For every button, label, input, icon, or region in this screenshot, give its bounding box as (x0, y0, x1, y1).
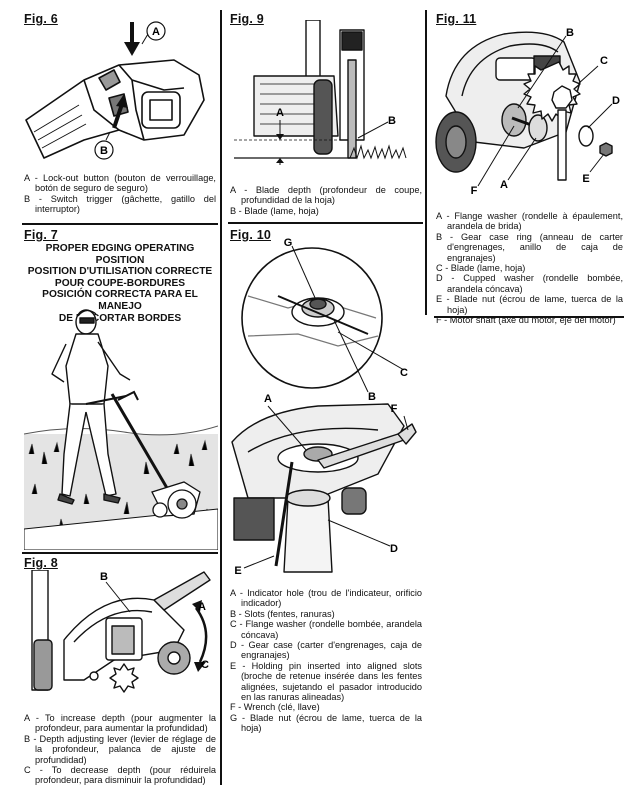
fig11-callout-d: D (612, 95, 620, 107)
fig11-title: Fig. 11 (436, 12, 477, 26)
fig11-caption-f: F - Motor shaft (axe du motor, eje del m… (436, 315, 616, 326)
fig9-title: Fig. 9 (230, 12, 264, 26)
fig6-callout-b: B (100, 145, 108, 157)
fig10-caption-c: C - Flange washer (rondelle bombée, aran… (230, 619, 422, 640)
fig7-heading-line-4: POSICIÓN CORRECTA PARA EL MANEJO (42, 289, 198, 312)
fig8-caption-c: C - To decrease depth (pour réduirela pr… (24, 765, 216, 786)
fig11-caption-b: B - Gear case ring (anneau de carter d'e… (436, 231, 623, 263)
fig8-callout-b: B (100, 571, 108, 583)
fig10-callout-f: F (391, 403, 398, 415)
fig9-callout-b: B (388, 115, 396, 127)
fig10-callout-a: A (264, 393, 272, 405)
fig10-caption-a: A - Indicator hole (trou de l'indicateur… (230, 588, 422, 609)
fig9-callout-a: A (276, 107, 284, 119)
fig11-callout-a: A (500, 179, 508, 191)
fig11-caption-a: A - Flange washer (rondelle à épaulement… (436, 211, 623, 232)
fig6-caption: A - Lock-out button (bouton de verrouill… (24, 173, 216, 215)
fig6-callout-a: A (152, 26, 160, 38)
fig11-caption-c: C - Blade (lame, hoja) (436, 263, 526, 274)
rule-fig9-bottom (228, 222, 423, 224)
fig7-heading: PROPER EDGING OPERATING POSITION POSITIO… (22, 243, 218, 324)
fig10-callout-e: E (234, 565, 241, 576)
rule-fig6-bottom (22, 223, 218, 225)
fig10-caption-g: G - Blade nut (écrou de lame, tuerca de … (230, 712, 422, 734)
fig9-caption-b: B - Blade (lame, hoja) (230, 205, 319, 216)
fig9-illustration: A B (234, 20, 407, 165)
fig8-caption-a: A - To increase depth (pour augmenter la… (24, 713, 216, 734)
fig9-caption: A - Blade depth (profondeur de coupe, pr… (230, 185, 422, 216)
fig10-illustration: G C B A F D E (231, 237, 417, 576)
fig7-heading-line-5: DE LA CORTAR BORDES (58, 312, 182, 324)
fig8-title: Fig. 8 (24, 556, 58, 570)
fig8-callout-a: A (198, 601, 206, 613)
fig8-illustration: B A C (31, 570, 211, 693)
fig7-heading-line-3: POUR COUPE-BORDURES (54, 277, 186, 289)
fig8-caption: A - To increase depth (pour augmenter la… (24, 713, 216, 786)
fig10-callout-d: D (390, 543, 398, 555)
fig10-title: Fig. 10 (230, 228, 271, 242)
fig11-caption-e: E - Blade nut (écrou de lame, tuerca de … (436, 294, 623, 315)
column-divider-right (425, 10, 427, 315)
fig10-callout-c: C (400, 367, 408, 379)
fig6-caption-b: B - Switch trigger (gâchette, gatillo de… (24, 193, 216, 215)
fig11-caption-d: D - Cupped washer (rondelle bombée, aran… (436, 273, 623, 294)
fig8-callout-c: C (201, 659, 209, 671)
rule-fig11-bottom (434, 316, 624, 318)
fig10-caption-d: D - Gear case (carter d'engrenages, caja… (230, 640, 422, 661)
fig10-callout-b: B (368, 391, 376, 403)
fig6-caption-a: A - Lock-out button (bouton de verrouill… (24, 173, 216, 194)
fig10-caption-e: E - Holding pin inserted into aligned sl… (230, 660, 422, 703)
fig7-heading-line-1: PROPER EDGING OPERATING POSITION (45, 243, 195, 266)
fig11-callout-e: E (582, 173, 589, 185)
fig7-title: Fig. 7 (24, 228, 58, 242)
fig11-illustration: B C D E A F (435, 27, 620, 197)
fig11-callout-f: F (471, 185, 478, 197)
fig8-caption-b: B - Depth adjusting lever (levier de rég… (24, 733, 216, 765)
fig9-caption-a: A - Blade depth (profondeur de coupe, pr… (230, 185, 422, 206)
fig6-title: Fig. 6 (24, 12, 58, 26)
rule-fig7-bottom (22, 552, 218, 554)
fig11-callout-c: C (600, 55, 608, 67)
column-divider-left (220, 10, 222, 785)
fig11-callout-b: B (566, 27, 574, 39)
fig6-illustration: A B (25, 21, 205, 160)
fig10-caption-b: B - Slots (fentes, ranuras) (230, 608, 335, 619)
fig10-caption-f: F - Wrench (clé, llave) (230, 702, 320, 713)
fig7-illustration (24, 309, 218, 550)
fig7-heading-line-2: POSITION D'UTILISATION CORRECTE (27, 266, 213, 278)
fig10-callout-g: G (284, 237, 293, 249)
fig10-caption: A - Indicator hole (trou de l'indicateur… (230, 588, 422, 734)
fig11-caption: A - Flange washer (rondelle à épaulement… (436, 211, 623, 325)
